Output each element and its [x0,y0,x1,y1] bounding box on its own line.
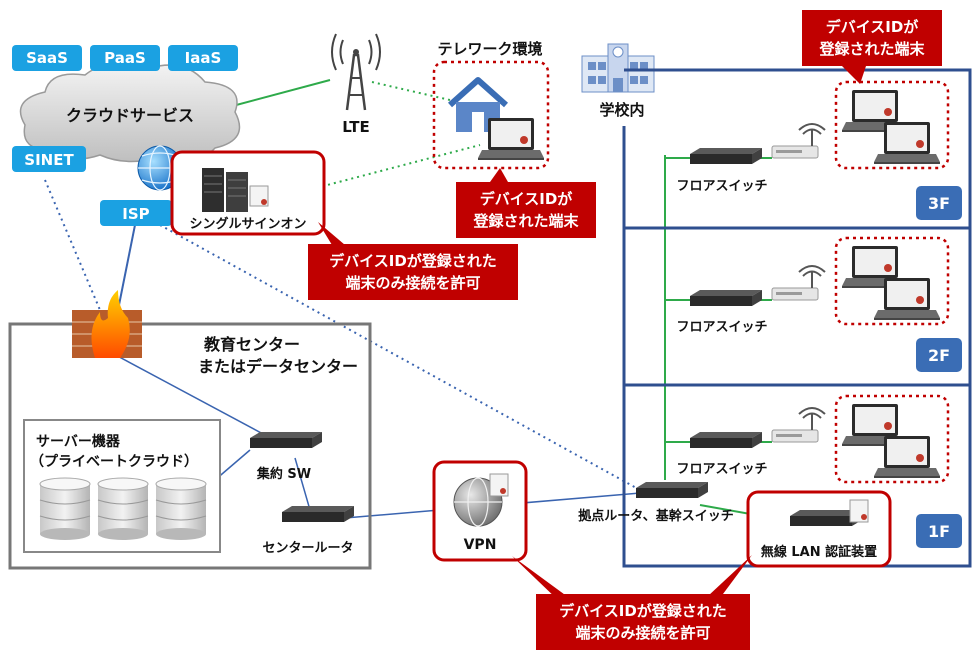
floor-3f-device-frame [834,80,950,170]
sso-label: シングルサインオン [189,216,306,232]
line-cloud-lte [224,79,331,109]
servers-label-line2: （プライベートクラウド） [30,454,198,470]
antenna-icon [331,33,381,111]
line-firewall-aggsw [109,351,266,436]
saas-box [12,45,82,71]
paas-box [90,45,160,71]
vpn-callout-line1: デバイスIDが登録された [559,602,727,620]
wifi-router-icon [771,407,826,443]
center-frame [8,322,372,570]
isp-label: ISP [122,205,149,223]
school-building-icon [581,43,655,93]
school-label: 学校内 [599,101,644,119]
line-aggsw-router [294,457,311,511]
iaas-label: IaaS [185,49,222,67]
vpn-label: VPN [464,537,497,553]
floor-2f-device-frame [834,236,950,326]
line-sinet-firewall [44,179,101,311]
school-callout [802,10,942,66]
vpn-callout [536,594,750,650]
floor-switch-2f-label: フロアスイッチ [676,320,767,335]
telework-callout-line1: デバイスIDが [480,190,574,208]
database-icon [155,477,207,541]
switch-icon [636,482,708,498]
floor-3f-label: 3F [928,194,950,213]
floor-1f-label: 1F [928,522,950,541]
agg-sw-label: 集約 SW [256,466,311,482]
floor-badge-2f [916,338,962,372]
database-icon [39,477,91,541]
floor-switch-1f-label: フロアスイッチ [676,462,767,477]
saas-label: SaaS [26,49,68,67]
floor-badge-3f [916,186,962,220]
vpn-callout-line2: 端末のみ接続を許可 [575,624,710,642]
switch-icon [282,506,354,522]
sinet-box [12,146,86,172]
floor-1f-device-frame [834,394,950,484]
database-icon [97,477,149,541]
school-callout-line2: 登録された端末 [818,40,925,58]
servers-label-line1: サーバー機器 [36,433,121,450]
center-router-label: センタールータ [262,541,353,556]
line-isp-base-router [159,224,641,491]
telework-callout-line2: 登録された端末 [472,212,579,230]
floor-switch-3f-label: フロアスイッチ [676,179,767,194]
sso-callout-line2: 端末のみ接続を許可 [345,274,480,292]
switch-icon [690,432,762,448]
floor-2f-label: 2F [928,346,950,365]
center-title-line1: 教育センター [204,335,300,354]
paas-label: PaaS [104,49,146,67]
base-router-label: 拠点ルータ、基幹スイッチ [578,508,734,524]
telework-label: テレワーク環境 [437,40,542,58]
telework-callout [456,182,596,238]
sso-callout-line1: デバイスIDが登録された [329,252,497,270]
vpn-globe-icon [453,473,509,527]
iaas-box [168,45,238,71]
switch-icon [690,290,762,306]
sinet-label: SINET [24,151,74,169]
lte-label: LTE [342,118,370,136]
isp-box [100,200,172,226]
switch-icon [690,148,762,164]
school-callout-line1: デバイスIDが [826,18,920,36]
floor-badge-1f [916,514,962,548]
wifi-router-icon [771,265,826,301]
firewall-icon [72,290,142,358]
center-title-line2: またはデータセンター [198,357,358,376]
cloud-label: クラウドサービス [66,106,194,125]
server-icon [202,168,269,212]
wireless-auth-label: 無線 LAN 認証装置 [761,544,877,560]
line-isp-firewall [117,224,136,311]
switch-icon [250,432,322,448]
wifi-router-icon [771,123,826,159]
line-lte-telework [371,81,451,101]
sso-callout [308,244,518,300]
